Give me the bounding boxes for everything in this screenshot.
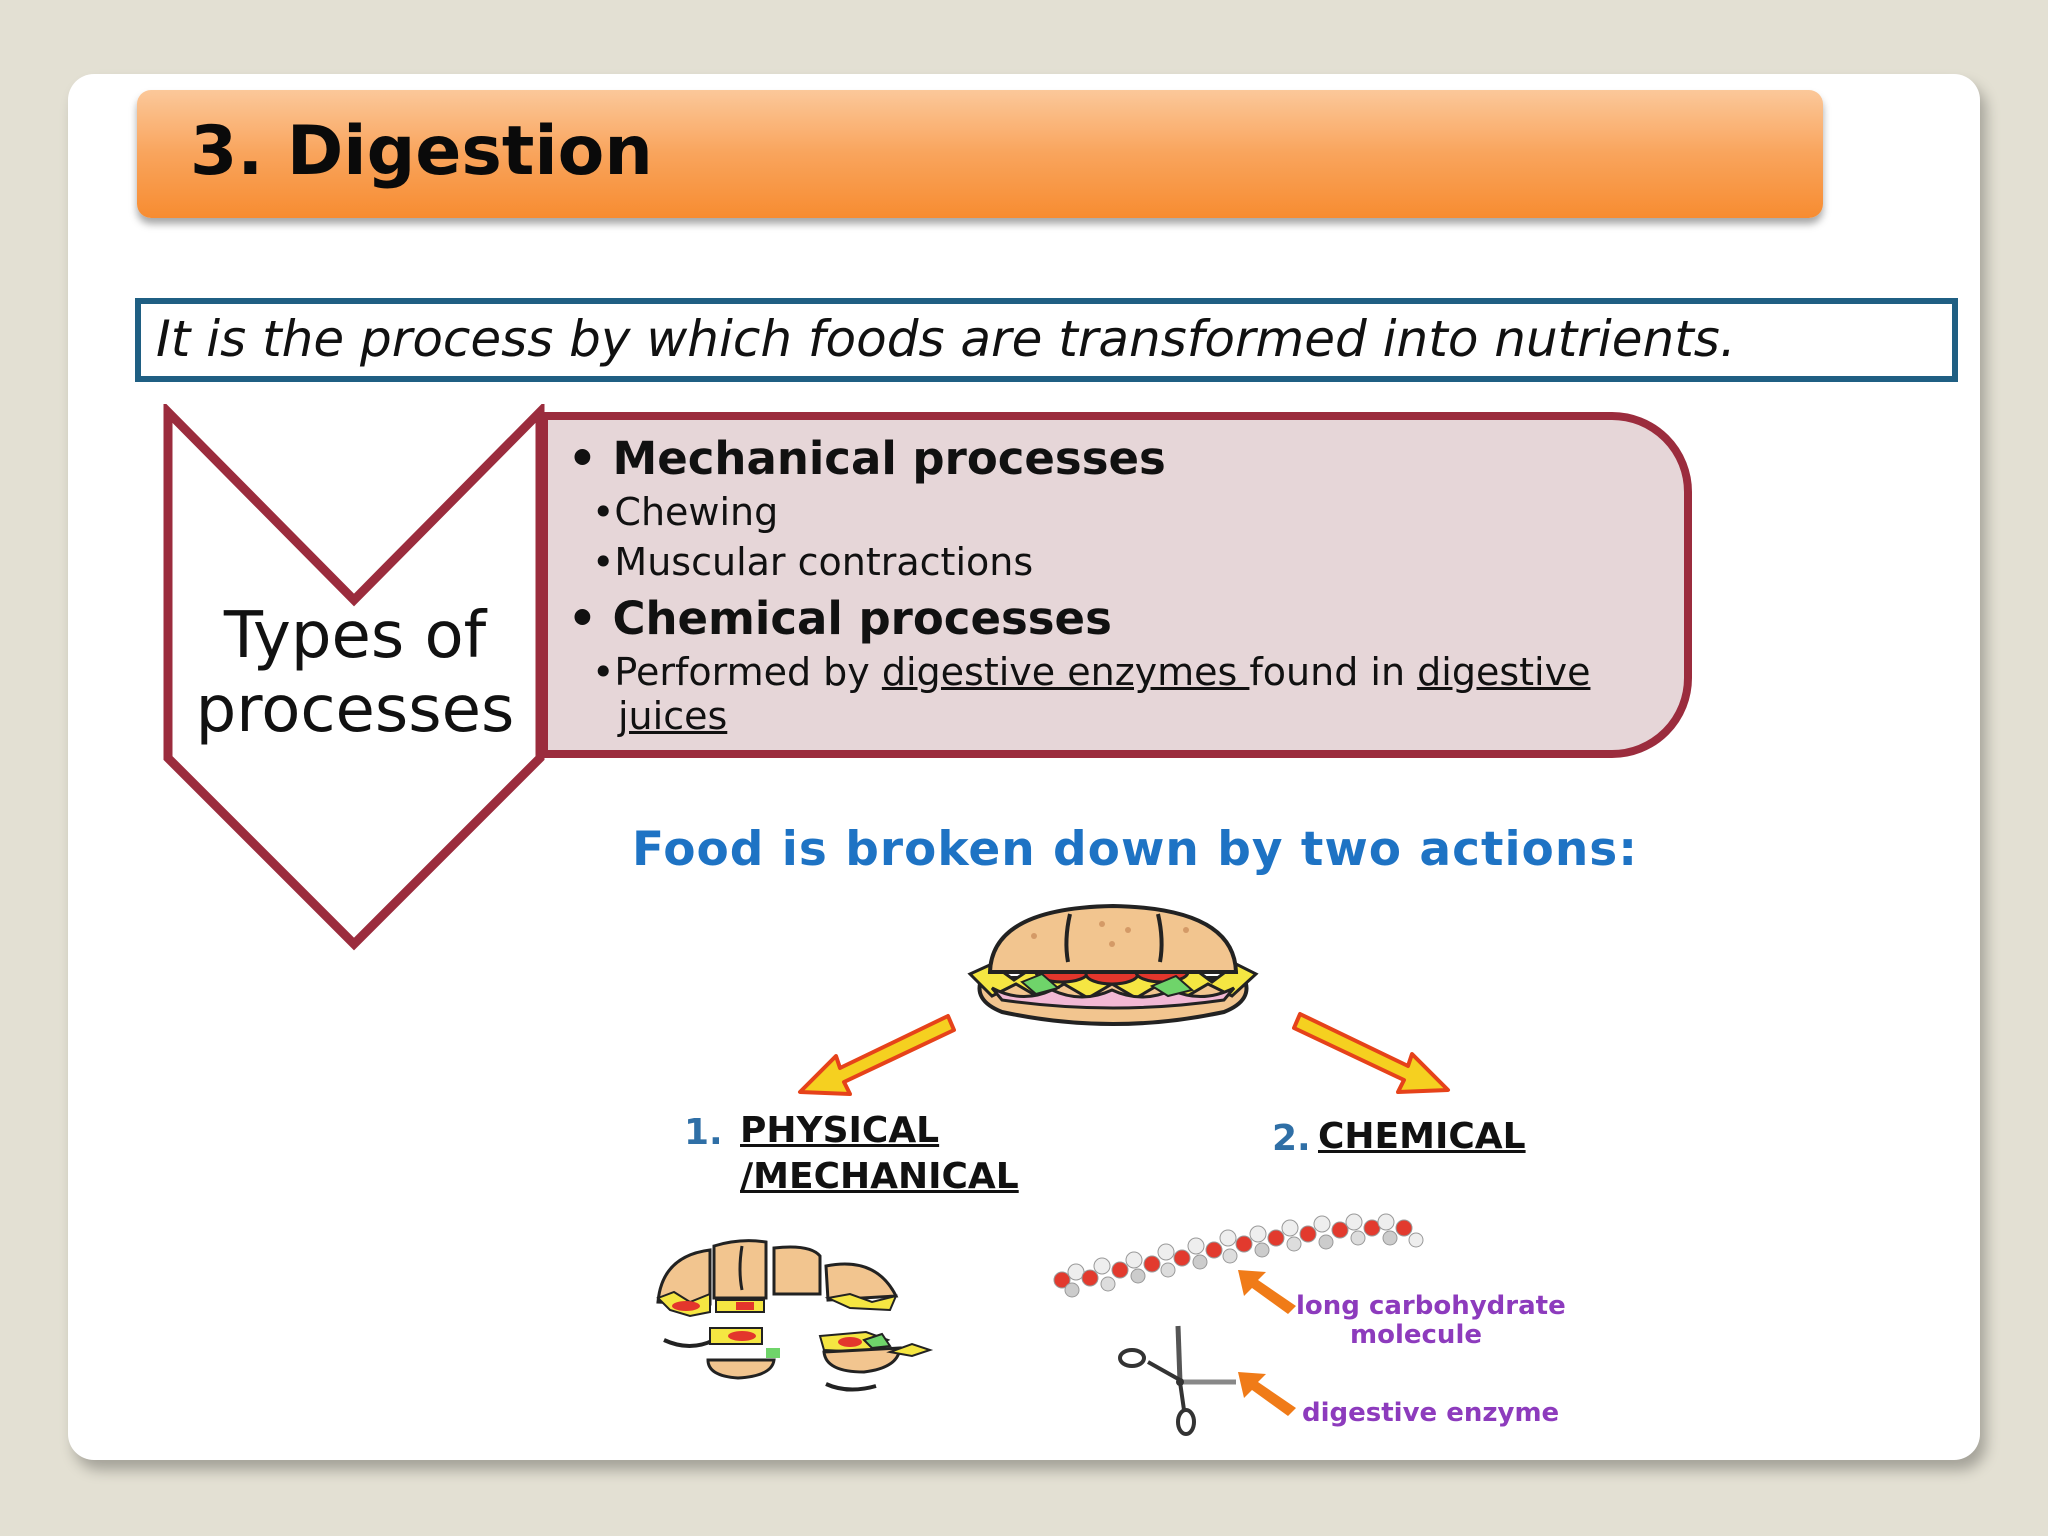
title-bar	[137, 90, 1823, 218]
chemical-item-line2: juices	[618, 694, 727, 738]
pointer-arrow-molecule-icon	[1238, 1270, 1296, 1314]
arrow-left-icon	[798, 1014, 956, 1096]
process-list-box	[540, 412, 1692, 758]
link-digestive-juices-part1[interactable]: digestive	[1417, 650, 1591, 694]
chemical-item-mid: found in	[1249, 650, 1418, 694]
sandwich-illustration	[967, 903, 1259, 1026]
figure-title: Food is broken down by two actions:	[632, 822, 1639, 877]
enzyme-label: digestive enzyme	[1302, 1398, 1560, 1428]
slide-title: 3. Digestion	[190, 112, 653, 191]
physical-label-line2: /MECHANICAL	[740, 1156, 1019, 1197]
molecule-label: long carbohydrate molecule	[1296, 1291, 1566, 1350]
link-digestive-juices-part2[interactable]: juices	[618, 694, 728, 738]
physical-label-line1: PHYSICAL	[740, 1110, 940, 1151]
mechanical-item-text: Muscular contractions	[614, 540, 1034, 584]
chevron-label-line2: processes	[195, 672, 515, 747]
arrow-right-icon	[1292, 1012, 1450, 1094]
chevron-shape	[163, 404, 545, 951]
chemical-item-prefix: Performed by	[614, 650, 882, 694]
molecule-chain-illustration	[1053, 1213, 1424, 1298]
mechanical-item-text: Chewing	[614, 490, 779, 534]
mechanical-heading: • Mechanical processes	[568, 432, 1166, 485]
link-digestive-enzymes[interactable]: digestive enzymes	[881, 650, 1250, 694]
mechanical-heading-text: Mechanical processes	[612, 432, 1166, 485]
definition-box	[135, 298, 1958, 382]
chevron-label-line1: Types of	[223, 599, 487, 673]
molecule-label-line1: long carbohydrate	[1296, 1291, 1566, 1321]
broken-sandwich-illustration	[656, 1239, 934, 1392]
chevron-label: Types of processes	[170, 599, 540, 747]
chemical-heading: • Chemical processes	[568, 592, 1112, 645]
mechanical-item-chewing: •Chewing	[592, 490, 779, 534]
scissors-icon	[1118, 1325, 1236, 1436]
definition-text: It is the process by which foods are tra…	[156, 310, 1736, 368]
mechanical-item-contractions: •Muscular contractions	[592, 540, 1034, 584]
chemical-item-line1: •Performed by digestive enzymes found in…	[592, 650, 1591, 694]
molecule-label-line2: molecule	[1350, 1319, 1482, 1350]
pointer-arrow-enzyme-icon	[1238, 1372, 1296, 1416]
chemical-number: 2.	[1272, 1118, 1311, 1159]
chemical-heading-text: Chemical processes	[612, 592, 1112, 645]
physical-number: 1.	[684, 1112, 723, 1153]
chemical-label: CHEMICAL	[1318, 1116, 1526, 1157]
